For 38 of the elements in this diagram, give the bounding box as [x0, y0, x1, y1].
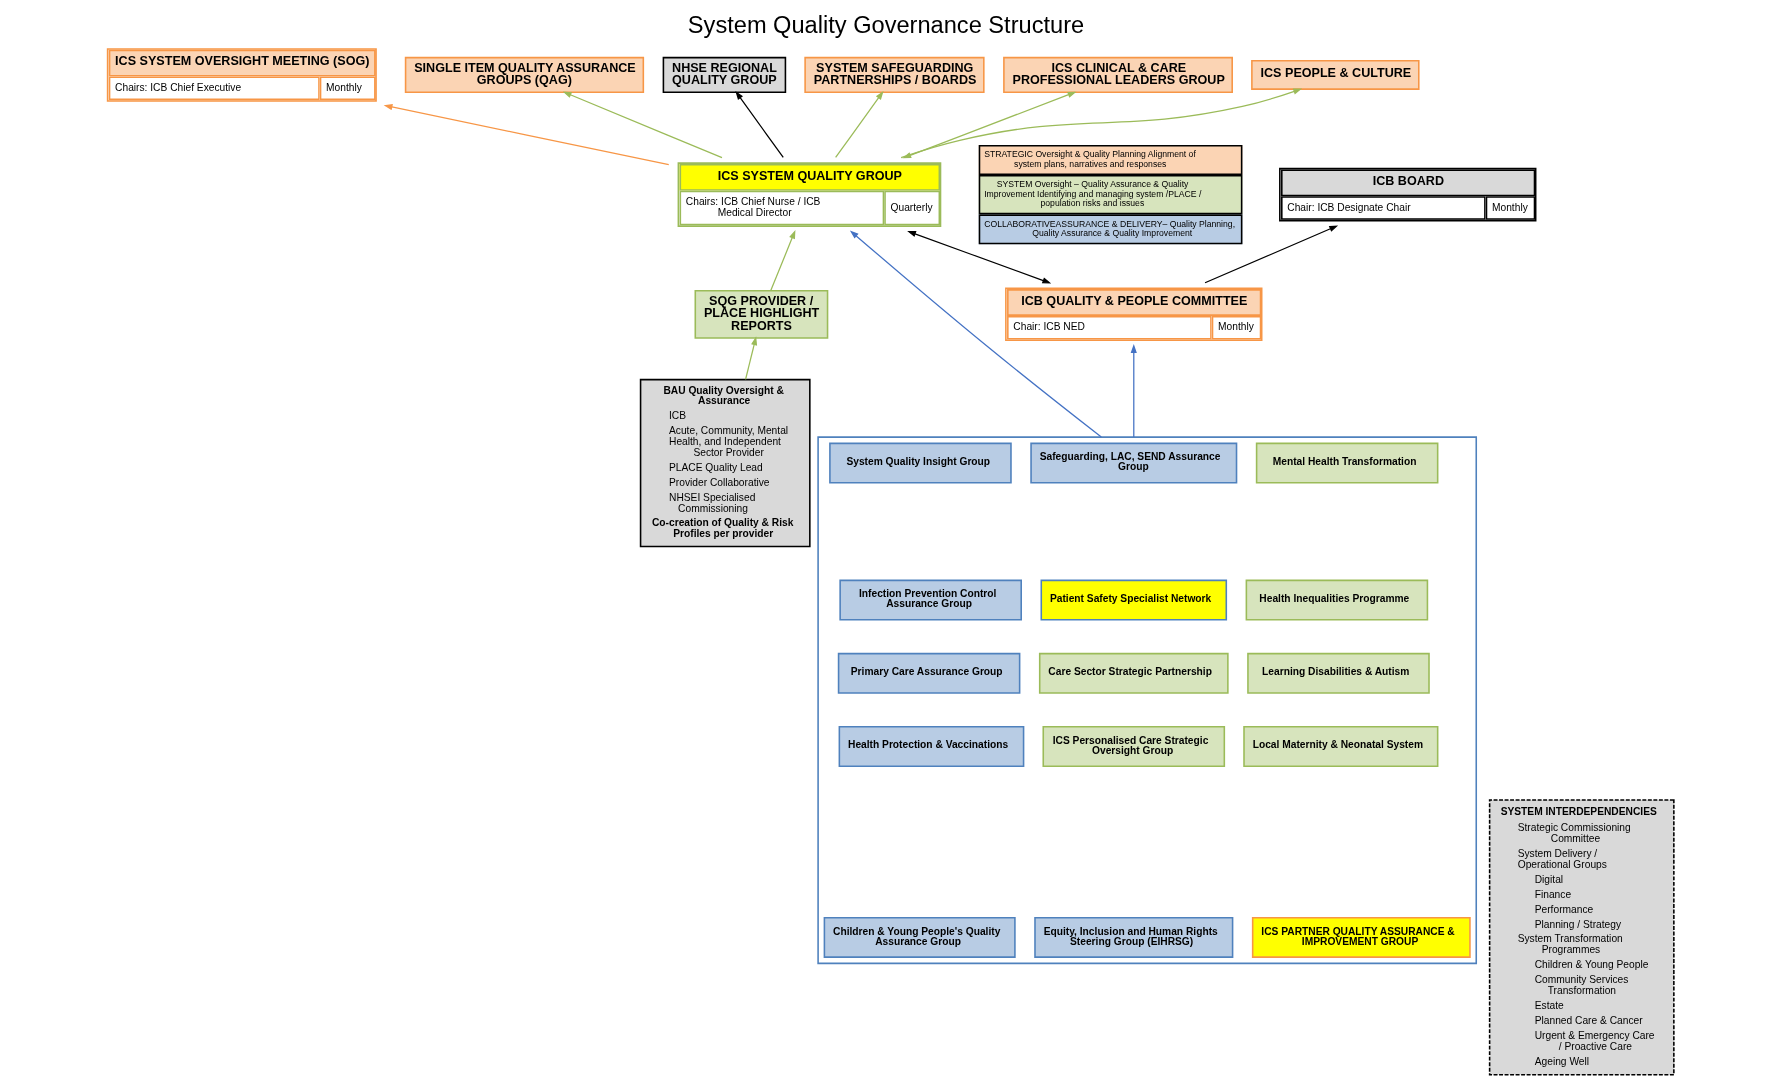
legend-label: COLLABORATIVEASSURANCE & DELIVERY– Quality Planning, Quality Assurance & Quality Improvement: [984, 218, 1236, 239]
node-box: Equity, Inclusion and Human Rights Steering Group (EIHRSG): [1034, 916, 1234, 958]
node-box: Care Sector Strategic Partnership: [1038, 652, 1229, 694]
node-box: Children & Young People's Quality Assurance Group: [823, 916, 1016, 958]
arrow: [907, 231, 1052, 284]
node-box: SQG PROVIDER / PLACE HIGHLIGHT REPORTS: [694, 289, 829, 339]
node-box: Health Inequalities Programme: [1245, 579, 1429, 621]
legend-label: SYSTEM Oversight – Quality Assurance & Quality Improvement Identifying and managing system /PLACE / population risks and issues: [984, 179, 1202, 209]
arrow: [1204, 225, 1339, 284]
arrow: [562, 91, 723, 159]
node-box: BAU Quality Oversight & Assurance ICB Acute, Community, Mental Health, and Independent Sector Provider PLACE Quality Lead Provider Collaborative NHSEI Specialised Commissioning Co-creation of Quality & Risk Profiles per provider: [639, 378, 811, 548]
node-box: System Quality Insight Group: [829, 442, 1012, 484]
node-box: ICS PARTNER QUALITY ASSURANCE & IMPROVEMENT GROUP: [1251, 916, 1471, 958]
node-box: ICS Personalised Care Strategic Oversight Group: [1042, 726, 1226, 767]
node-box: NHSE REGIONAL QUALITY GROUP: [662, 56, 787, 94]
node-box: Patient Safety Specialist Network: [1040, 579, 1228, 621]
node-box: Learning Disabilities & Autism: [1247, 652, 1430, 694]
arrow: [1130, 344, 1137, 438]
node-box: Mental Health Transformation: [1255, 442, 1439, 484]
node-box: Safeguarding, LAC, SEND Assurance Group: [1030, 442, 1238, 484]
cluster: [817, 436, 1478, 965]
node-box: ICS CLINICAL & CARE PROFESSIONAL LEADERS GROUP: [1003, 56, 1233, 94]
node-box: Local Maternity & Neonatal System: [1243, 726, 1439, 767]
arrow: [849, 230, 1102, 438]
node-box: SYSTEM SAFEGUARDING PARTNERSHIPS / BOARDS: [804, 56, 985, 94]
arrow: [835, 90, 884, 159]
node-box: SINGLE ITEM QUALITY ASSURANCE GROUPS (QAG): [404, 56, 645, 94]
arrow: [383, 104, 670, 166]
arrow: [735, 90, 784, 159]
node-box: Health Protection & Vaccinations: [838, 726, 1025, 767]
diagram-title: System Quality Governance Structure: [687, 12, 1085, 39]
arrow: [770, 229, 796, 292]
node-box: Infection Prevention Control Assurance Group: [839, 579, 1022, 621]
arrow: [744, 336, 758, 381]
node-box: Primary Care Assurance Group: [837, 652, 1021, 694]
node-box: SYSTEM INTERDEPENDENCIES Strategic Commissioning Committee System Delivery / Operational Groups Digital Finance Performance Planning / Strategy System Transformation Programmes Children & Young People Community Services Transformation Estate Planned Care & Cancer Urgent & Emergency Care / Proactive Care Ageing Well: [1488, 799, 1675, 1076]
legend-label: STRATEGIC Oversight & Quality Planning Alignment of system plans, narratives and responses: [984, 149, 1196, 169]
node-box: ICS PEOPLE & CULTURE: [1251, 60, 1420, 90]
